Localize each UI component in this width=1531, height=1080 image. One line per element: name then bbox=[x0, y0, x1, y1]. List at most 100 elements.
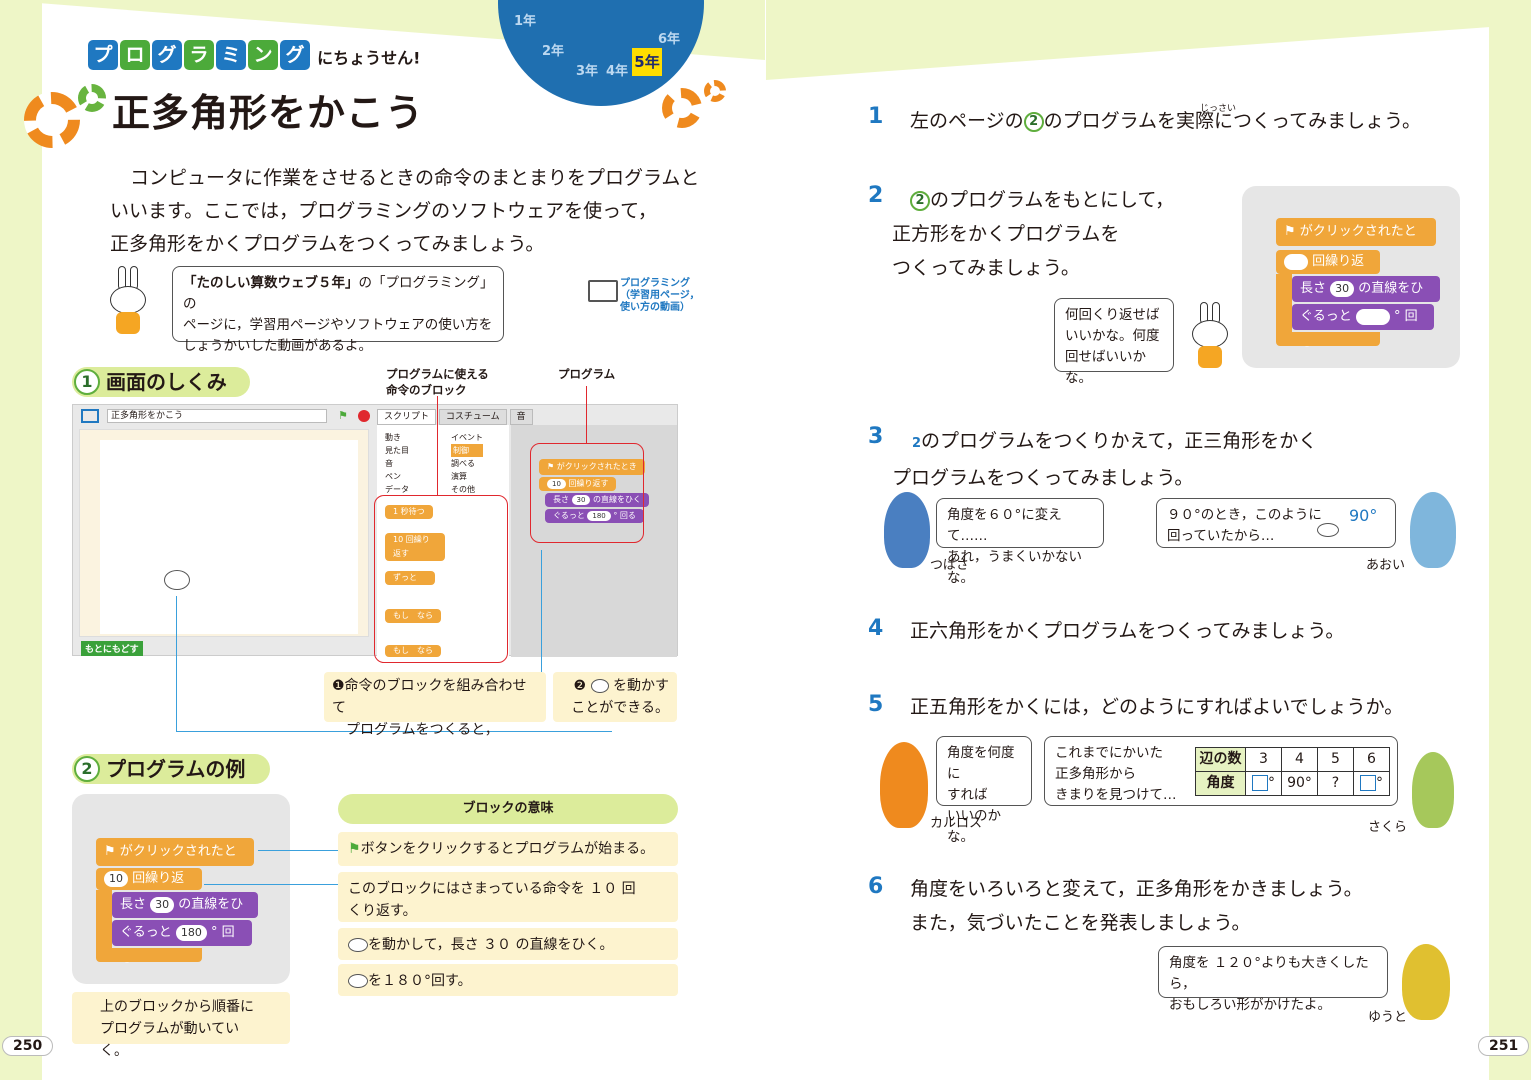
caption-line: 上のブロックから順番に bbox=[100, 999, 254, 1015]
student-sakura-icon bbox=[1412, 752, 1454, 828]
tab-scripts[interactable]: スクリプト bbox=[377, 409, 437, 425]
turn-block[interactable]: ぐるっと ° 回る bbox=[1292, 304, 1434, 350]
section2-title: プログラムの例 bbox=[106, 757, 246, 781]
block-label: 長さ bbox=[120, 897, 147, 912]
rabbit-sprite-icon bbox=[1317, 523, 1339, 537]
block-palette: 動き 見た目 音 ペン データ イベント 制御 調べる 演算 その他 1 秒待つ… bbox=[377, 425, 509, 657]
tag-char: プ bbox=[88, 40, 118, 70]
rabbit-mascot-icon bbox=[1186, 302, 1236, 370]
question-number: 4 bbox=[868, 616, 884, 641]
block-input[interactable]: 180 bbox=[587, 511, 611, 521]
monitor-icon bbox=[588, 280, 618, 302]
repeat-block-body bbox=[1276, 274, 1292, 332]
block-label: ぐるっと bbox=[1300, 309, 1352, 324]
top-tint bbox=[766, 0, 1531, 80]
stage[interactable] bbox=[79, 429, 369, 637]
fullscreen-icon[interactable] bbox=[81, 409, 99, 423]
bubble-text: ページに，学習用ページやソフトウェアの使い方を bbox=[183, 317, 493, 333]
bubble-text: 角度を６０°に変えて…… bbox=[947, 507, 1062, 544]
block-input[interactable]: 180 bbox=[175, 925, 207, 941]
program-move-block[interactable]: 長さ 30 の直線をひく bbox=[545, 493, 650, 507]
turn-block[interactable]: ぐるっと 180 ° 回る bbox=[112, 920, 252, 966]
palette-block[interactable]: もし なら bbox=[385, 645, 441, 657]
tab-sounds[interactable]: 音 bbox=[509, 409, 533, 425]
category-pen[interactable]: ペン bbox=[385, 472, 401, 481]
arrow-line bbox=[258, 850, 338, 851]
block-input[interactable]: 10 bbox=[547, 479, 566, 489]
web-link-text: 使い方の動画） bbox=[620, 302, 690, 313]
blank-input[interactable] bbox=[1284, 254, 1308, 270]
category-looks[interactable]: 見た目 bbox=[385, 446, 409, 455]
question-number: 3 bbox=[868, 424, 884, 449]
hat-block[interactable]: ⚑ がクリックされたとき bbox=[1276, 218, 1436, 267]
tag-char: ラ bbox=[184, 40, 214, 70]
repeat-block-end bbox=[96, 948, 202, 962]
program-repeat-block[interactable]: 10 回繰り返す bbox=[539, 477, 617, 491]
category-control[interactable]: 制御 bbox=[451, 444, 483, 457]
green-flag-icon: ⚑ bbox=[348, 841, 361, 857]
example-program-panel: ⚑ がクリックされたとき 10 回繰り返す 長さ 30 の直線をひく ぐるっと … bbox=[72, 794, 290, 984]
arrow-line bbox=[176, 596, 177, 732]
section2-number: 2 bbox=[74, 756, 100, 782]
category-events[interactable]: イベント bbox=[451, 433, 483, 442]
palette-block[interactable]: ずっと bbox=[385, 571, 435, 585]
scratch-screen: 正多角形をかこう ⚑ もとにもどす スクリプト コスチューム 音 動き 見た目 … bbox=[72, 404, 678, 657]
question-text: また，気づいたことを発表しましょう。 bbox=[910, 912, 1251, 934]
category-operators[interactable]: 演算 bbox=[451, 472, 467, 481]
hat-block[interactable]: ⚑ がクリックされたとき bbox=[96, 838, 254, 887]
gear-icon bbox=[662, 88, 702, 128]
category-motion[interactable]: 動き bbox=[385, 433, 401, 442]
tag-char: グ bbox=[152, 40, 182, 70]
section1-heading: 画面のしくみ bbox=[72, 367, 250, 397]
bubble-text: あれ，うまくいかないな。 bbox=[947, 549, 1082, 586]
arrow-line bbox=[204, 884, 338, 885]
category-data[interactable]: データ bbox=[385, 485, 409, 494]
move-block[interactable]: 長さ 30 の直線をひく bbox=[1292, 276, 1440, 322]
web-link-text: （学習用ページ， bbox=[620, 290, 700, 301]
tab-costumes[interactable]: コスチューム bbox=[438, 409, 507, 425]
block-input[interactable]: 30 bbox=[571, 495, 591, 505]
ruby: じっさい bbox=[1200, 104, 1237, 114]
rabbit-sprite-icon[interactable] bbox=[164, 570, 190, 590]
bubble-text: 角度を何度に bbox=[947, 745, 1015, 782]
repeat-block[interactable]: 回繰り返す bbox=[1276, 250, 1380, 293]
repeat-block[interactable]: 10 回繰り返す bbox=[96, 868, 202, 908]
category-more[interactable]: その他 bbox=[451, 485, 475, 494]
meaning-text: を１８０°回す。 bbox=[368, 973, 472, 989]
program-turn-block[interactable]: ぐるっと 180 ° 回る bbox=[545, 509, 644, 523]
question-text: 角度をいろいろと変えて，正多角形をかきましょう。 bbox=[910, 878, 1363, 900]
note-line: ことができる。 bbox=[571, 700, 669, 716]
web-link[interactable]: プログラミング （学習用ページ， 使い方の動画） bbox=[620, 278, 700, 314]
project-name-input[interactable]: 正多角形をかこう bbox=[107, 409, 327, 423]
blank-input[interactable] bbox=[1355, 309, 1390, 325]
category-sensing[interactable]: 調べる bbox=[451, 459, 475, 468]
block-input[interactable]: 30 bbox=[150, 897, 175, 913]
intro-paragraph: コンピュータに作業をさせるときの命令のまとまりをプログラムと いいます。ここでは… bbox=[110, 162, 730, 261]
reset-button[interactable]: もとにもどす bbox=[81, 641, 143, 656]
meaning-header: ブロックの意味 bbox=[338, 794, 678, 824]
program-hat-block[interactable]: ⚑ がクリックされたとき bbox=[539, 459, 645, 475]
stop-icon[interactable] bbox=[358, 410, 370, 422]
tag-char: ン bbox=[248, 40, 278, 70]
block-input[interactable]: 10 bbox=[104, 871, 128, 887]
label-blocks: プログラムに使える 命令のブロック bbox=[386, 366, 489, 398]
category-sound[interactable]: 音 bbox=[385, 459, 393, 468]
green-flag-icon[interactable]: ⚑ bbox=[338, 409, 348, 422]
palette-block[interactable]: 10 回繰り返す bbox=[385, 533, 445, 561]
rabbit-mascot-icon bbox=[104, 266, 154, 336]
palette-block[interactable]: 1 秒待つ bbox=[385, 505, 433, 519]
block-label: 回繰り返す bbox=[568, 479, 609, 488]
gear-icon bbox=[704, 80, 726, 102]
bubble-text: 何回くり返せば bbox=[1065, 307, 1160, 323]
programming-tag: プログラミング にちょうせん! bbox=[88, 40, 420, 72]
question-number: 6 bbox=[868, 874, 884, 899]
block-label: 長さ bbox=[553, 495, 569, 504]
q2-program-panel: ⚑ がクリックされたとき 回繰り返す 長さ 30 の直線をひく ぐるっと ° 回… bbox=[1242, 186, 1460, 368]
move-block[interactable]: 長さ 30 の直線をひく bbox=[112, 892, 258, 938]
block-input[interactable]: 30 bbox=[1330, 281, 1355, 297]
palette-block[interactable]: もし なら bbox=[385, 609, 441, 623]
question-text: のプログラムをつくりかえて，正三角形をかく bbox=[921, 430, 1318, 452]
left-page: プログラミング にちょうせん! 正多角形をかこう 1年 2年 3年 4年 5年 … bbox=[0, 0, 765, 1080]
